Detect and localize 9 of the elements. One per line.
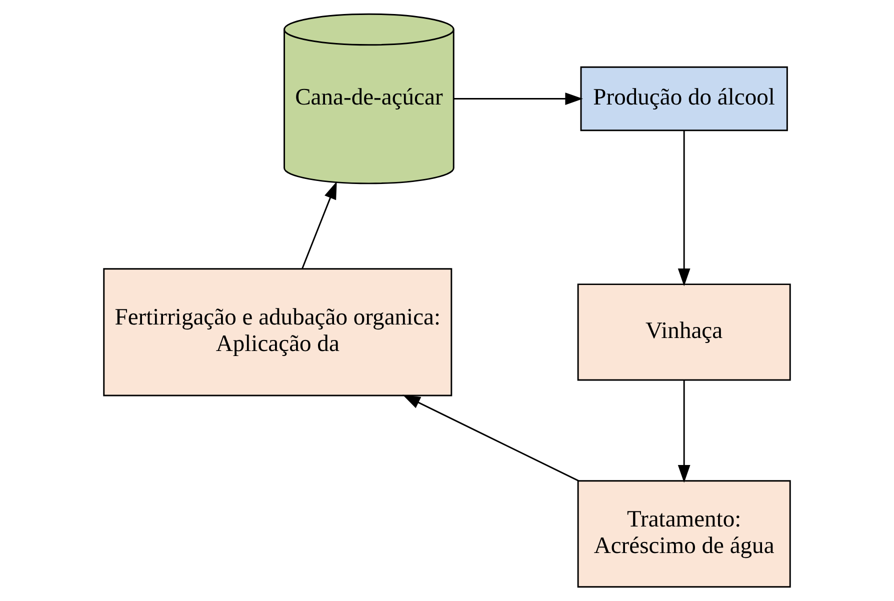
node-box: Produção do álcool — [580, 66, 788, 132]
node-box: Tratamento: Acréscimo de água — [577, 480, 791, 588]
arrow — [402, 394, 579, 482]
arrow — [678, 380, 690, 483]
node-box: Fertirrigação e adubação organica: Aplicação da — [103, 268, 452, 396]
arrow — [302, 181, 337, 269]
arrow — [678, 130, 690, 286]
arrow — [454, 92, 583, 105]
node-box: Vinhaça — [577, 284, 791, 381]
